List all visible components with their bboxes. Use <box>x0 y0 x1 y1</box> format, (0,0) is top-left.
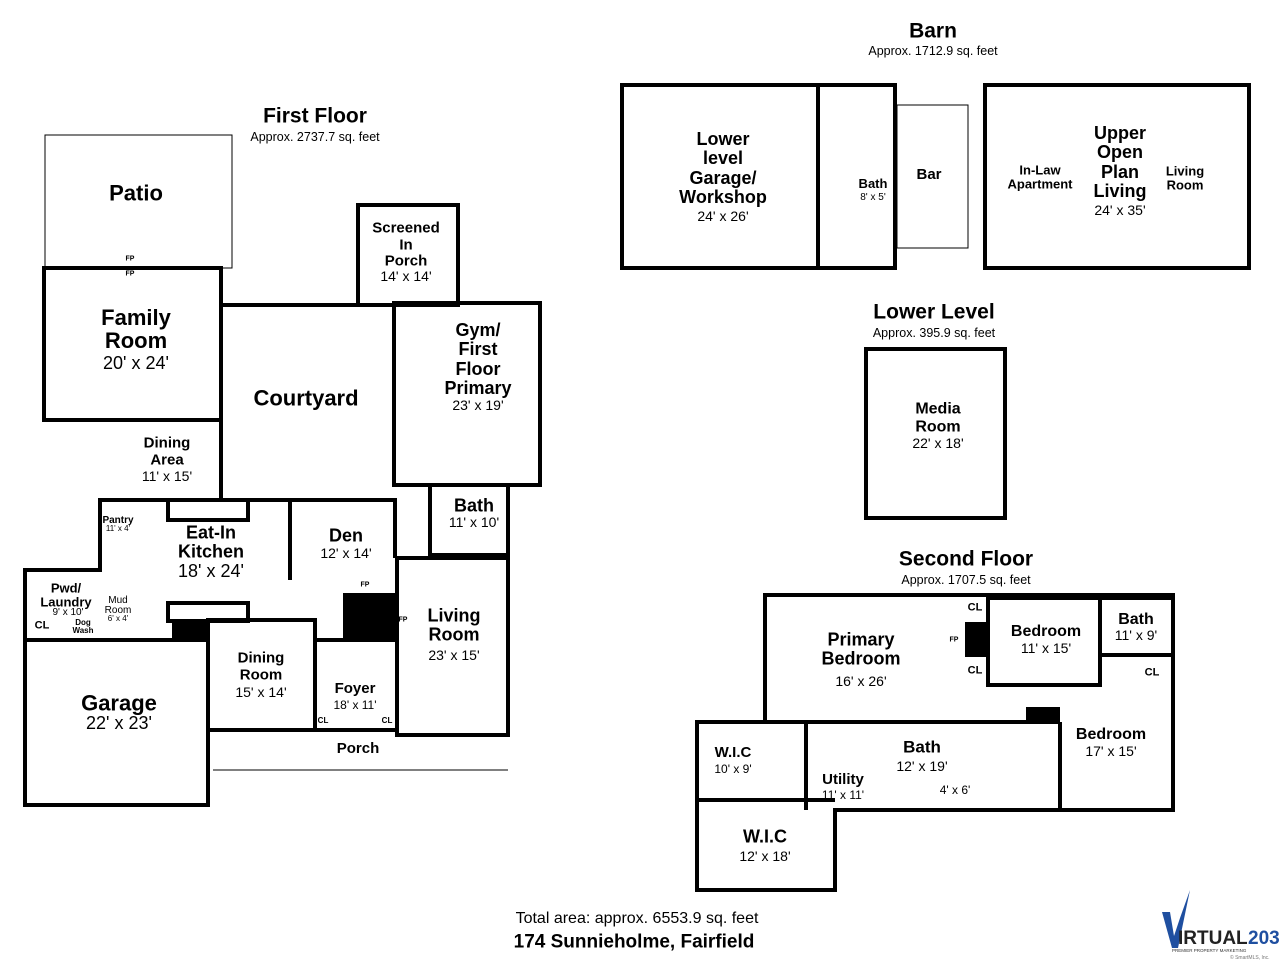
dog-wash-label: Dog Wash <box>72 618 94 635</box>
dining-area-label: Dining Area <box>143 434 191 468</box>
second-floor-walls <box>695 593 1175 892</box>
upper-living-dims: 24' x 35' <box>1094 202 1146 218</box>
wic-2-dims: 12' x 18' <box>739 848 791 864</box>
barn-bath-dims: 8' x 5' <box>860 192 886 203</box>
bar-outline <box>896 104 969 249</box>
porch-label: Porch <box>336 739 380 757</box>
bath-dims: 11' x 10' <box>448 514 500 530</box>
bar-label: Bar <box>916 165 942 183</box>
gym-dims: 23' x 19' <box>452 397 504 413</box>
first-floor-area: Approx. 2737.7 sq. feet <box>250 129 380 144</box>
closet-label: CL <box>1144 666 1160 679</box>
mud-room-label: Mud Room <box>104 595 132 616</box>
first-floor-title: First Floor <box>263 104 367 128</box>
bath-2-dims: 12' x 19' <box>896 758 948 774</box>
fireplace-label: FP <box>398 616 408 624</box>
fireplace-label: FP <box>125 255 135 263</box>
wic-1-label: W.I.C <box>714 743 752 761</box>
den-label: Den <box>328 525 364 546</box>
primary-bedroom-label: Primary Bedroom <box>821 629 901 669</box>
bedroom-2-dims: 17' x 15' <box>1085 743 1137 759</box>
barn-living-room-label: Living Room <box>1165 163 1205 193</box>
bedroom-2-label: Bedroom <box>1075 726 1147 744</box>
svg-text:203: 203 <box>1248 928 1280 949</box>
barn-garage-label: Lower level Garage/ Workshop <box>679 129 767 208</box>
pantry-label: Pantry <box>102 515 134 526</box>
second-floor-title: Second Floor <box>898 547 1034 571</box>
small-bath-dims: 4' x 6' <box>939 783 971 797</box>
laundry-dims: 9' x 10' <box>52 607 84 618</box>
dining-room-label: Dining Room <box>237 649 285 683</box>
barn-area: Approx. 1712.9 sq. feet <box>868 43 998 58</box>
closet-label: CL <box>967 664 983 677</box>
den-dims: 12' x 14' <box>320 545 372 561</box>
family-room-label: Family Room <box>101 304 171 353</box>
virtual203-logo: IRTUAL 203 PREMIER PROPERTY MARKETING © … <box>1158 890 1280 961</box>
wic-1-dims: 10' x 9' <box>714 762 752 776</box>
living-room-dims: 23' x 15' <box>428 647 480 663</box>
kitchen-dims: 18' x 24' <box>178 561 244 581</box>
bath-2-label: Bath <box>903 737 941 757</box>
laundry-label: Pwd/ Laundry <box>40 580 92 610</box>
media-room-dims: 22' x 18' <box>912 435 964 451</box>
primary-bedroom-dims: 16' x 26' <box>835 673 887 689</box>
logo-check-icon: IRTUAL 203 PREMIER PROPERTY MARKETING © … <box>1162 890 1280 961</box>
patio-outline <box>44 134 233 269</box>
wic-2-label: W.I.C <box>743 826 787 847</box>
family-room-dims: 20' x 24' <box>103 353 169 373</box>
closet-label: CL <box>967 601 983 614</box>
address: 174 Sunnieholme, Fairfield <box>513 931 755 953</box>
in-law-label: In-Law Apartment <box>1007 162 1073 192</box>
garage-dims: 22' x 23' <box>86 713 152 733</box>
barn-title: Barn <box>909 19 957 43</box>
closet-label: CL <box>349 616 365 629</box>
living-room-label: Living Room <box>427 605 481 645</box>
second-floor-area: Approx. 1707.5 sq. feet <box>901 572 1031 587</box>
media-room-label: Media Room <box>915 400 961 435</box>
patio-label: Patio <box>109 180 163 206</box>
living-room-walls <box>395 556 510 737</box>
lower-level-area: Approx. 395.9 sq. feet <box>872 325 996 340</box>
barn-upper-walls <box>983 83 1251 270</box>
courtyard-label: Courtyard <box>253 385 359 411</box>
bedroom-1-label: Bedroom <box>1010 623 1082 641</box>
utility-dims: 11' x 11' <box>821 788 865 802</box>
svg-text:© SmartMLS, Inc.: © SmartMLS, Inc. <box>1230 954 1270 960</box>
kitchen-label: Eat-In Kitchen <box>177 522 245 562</box>
media-room-walls <box>864 347 1007 520</box>
mud-room-dims: 6' x 4' <box>107 614 129 623</box>
screened-porch-label: Screened In Porch <box>372 219 440 270</box>
bath-1-dims: 11' x 9' <box>1114 627 1158 643</box>
barn-garage-dims: 24' x 26' <box>697 208 749 224</box>
screened-porch-dims: 14' x 14' <box>380 268 432 284</box>
dining-room-dims: 15' x 14' <box>235 684 287 700</box>
upper-living-label: Upper Open Plan Living <box>1093 123 1147 202</box>
pantry-dims: 11' x 4' <box>105 524 131 533</box>
svg-text:PREMIER PROPERTY MARKETING: PREMIER PROPERTY MARKETING <box>1172 948 1247 953</box>
dining-area-dims: 11' x 15' <box>141 468 193 484</box>
fireplace-label: FP <box>949 636 959 644</box>
total-area: Total area: approx. 6553.9 sq. feet <box>515 910 759 927</box>
barn-bath-label: Bath <box>858 175 888 191</box>
fireplace-label: FP <box>360 581 370 589</box>
bath-label: Bath <box>454 495 494 516</box>
bath-walls <box>428 483 510 557</box>
barn-lower-walls <box>620 83 897 270</box>
gym-label: Gym/ First Floor Primary <box>444 320 512 399</box>
closet-label: CL <box>317 716 329 725</box>
closet-label: CL <box>381 716 393 725</box>
bedroom-1-dims: 11' x 15' <box>1020 640 1072 656</box>
closet-label: CL <box>34 619 50 632</box>
svg-text:IRTUAL: IRTUAL <box>1178 928 1248 949</box>
bath-1-label: Bath <box>1118 611 1154 629</box>
foyer-label: Foyer <box>334 679 376 697</box>
fireplace-label: FP <box>125 270 135 278</box>
lower-level-title: Lower Level <box>873 300 995 324</box>
garage-label: Garage <box>81 690 157 716</box>
utility-label: Utility <box>822 770 864 788</box>
foyer-dims: 18' x 11' <box>333 698 377 712</box>
